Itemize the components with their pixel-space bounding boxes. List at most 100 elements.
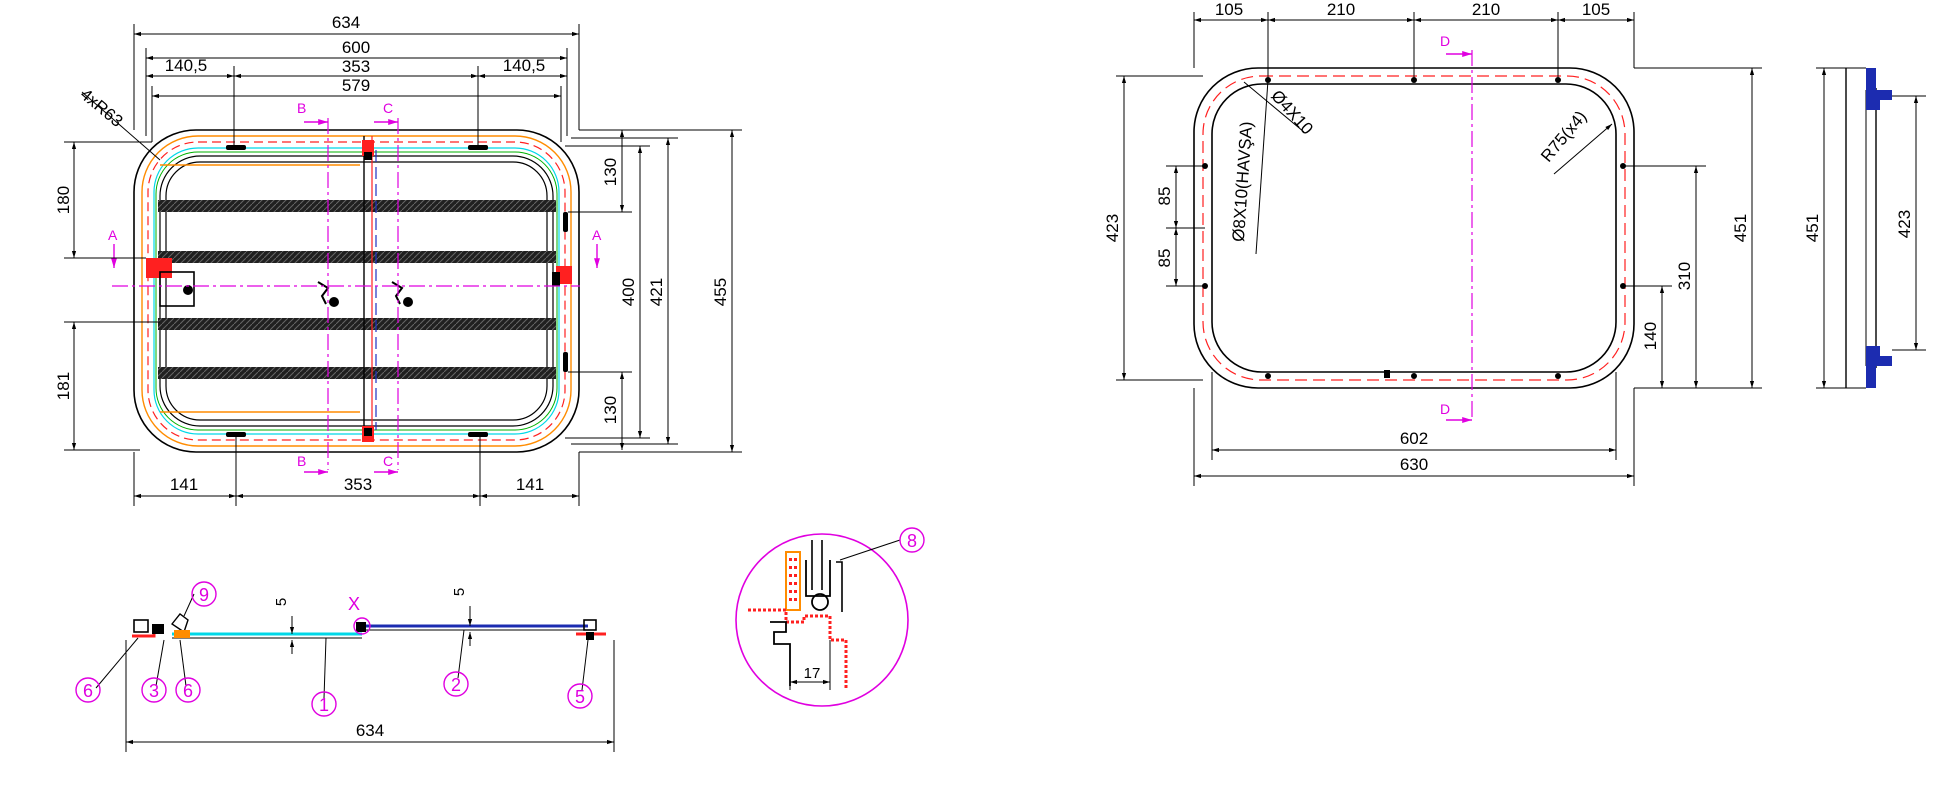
svg-text:6: 6: [183, 681, 193, 701]
dimension-lines-view1: [64, 24, 742, 506]
bar-4: [158, 367, 556, 379]
detail-dim-17: 17: [804, 665, 821, 682]
bar-2: [158, 251, 556, 263]
profile-top-blue: [1866, 68, 1892, 110]
slot-top-left: [226, 145, 246, 150]
dim-423-side: 423: [1895, 210, 1914, 238]
dim-600: 600: [342, 38, 370, 57]
dim-105-left: 105: [1215, 0, 1243, 19]
dim-630: 630: [1400, 455, 1428, 474]
callout-r75x4: R75(x4): [1537, 107, 1590, 166]
balloon-6-left: 6: [75, 677, 101, 703]
panel-joint: [356, 622, 366, 632]
cyan-outline: [153, 147, 560, 435]
detail-circle: [735, 533, 909, 707]
detail-clip: [805, 560, 831, 597]
dim-451-view2: 451: [1731, 214, 1750, 242]
slot-right-top: [563, 212, 568, 232]
balloon-5: 5: [567, 683, 593, 709]
slot-right-bottom: [563, 352, 568, 372]
left-latch-knob: [183, 285, 193, 295]
callout-d4x10: Ø4X10: [1267, 86, 1317, 138]
slot-bottom-left: [226, 432, 246, 437]
red-dashed-outline: [147, 141, 566, 441]
dim-5-left: 5: [273, 598, 290, 606]
top-stop-black: [364, 152, 372, 160]
dim-455: 455: [711, 278, 730, 306]
view-frame-holes: D D: [1103, 0, 1762, 486]
section-mark-d-top: D: [1440, 33, 1450, 49]
detail-frame-red: [748, 608, 848, 690]
frame-inner-outline: [1211, 83, 1617, 373]
dim-210-left: 210: [1327, 0, 1355, 19]
callout-d8x10-havsa: Ø8X10(HAVŞA): [1229, 121, 1256, 243]
dim-105-right: 105: [1582, 0, 1610, 19]
dim-85-top: 85: [1155, 187, 1174, 206]
svg-text:2: 2: [451, 675, 461, 695]
frame-hole-circle: [1202, 75, 1626, 381]
dim-141-right: 141: [516, 475, 544, 494]
svg-text:1: 1: [319, 695, 329, 715]
detail-gasket: [785, 551, 801, 611]
orange-gasket-outline: [141, 135, 572, 447]
bottom-stop-black: [364, 428, 372, 436]
dim-634-section: 634: [356, 721, 384, 740]
dim-353-top: 353: [342, 57, 370, 76]
svg-text:6: 6: [83, 681, 93, 701]
profile-bottom-blue: [1866, 346, 1892, 388]
dim-400: 400: [619, 278, 638, 306]
section-mark-d-bottom: D: [1440, 401, 1450, 417]
balloon-6-right: 6: [175, 677, 201, 703]
inner-frame-outline: [159, 155, 554, 427]
slot-bottom-right: [468, 432, 488, 437]
view-side-profile: 451 423: [1803, 67, 1926, 389]
balloon-1: 1: [311, 691, 337, 717]
dim-423-view2: 423: [1103, 214, 1122, 242]
green-outline: [155, 151, 558, 431]
section-mark-a-right: A: [592, 227, 602, 243]
dim-180: 180: [54, 186, 73, 214]
section-marks-view1: B C A A B C: [108, 100, 602, 475]
dim-85-bottom: 85: [1155, 249, 1174, 268]
dim-140-5-right: 140,5: [503, 56, 546, 75]
right-latch-black: [552, 272, 560, 286]
dim-130-bottom: 130: [601, 396, 620, 424]
section-mark-c-bottom: C: [383, 453, 393, 469]
view-front-hatch: B C A A B C: [54, 13, 742, 506]
dim-451-side: 451: [1803, 214, 1822, 242]
dim-579: 579: [342, 76, 370, 95]
slot-top-right: [468, 145, 488, 150]
balloon-9: 9: [191, 581, 217, 607]
dim-421: 421: [647, 278, 666, 306]
left-latch-body: [159, 271, 195, 307]
radius-label-4xr63: 4xR63: [77, 85, 127, 131]
dim-353-bottom: 353: [344, 475, 372, 494]
svg-text:3: 3: [149, 681, 159, 701]
view-section: 5 5 634 X 6 3 6 9 1 2 5: [75, 581, 615, 752]
detail-label-x: X: [348, 594, 360, 614]
svg-text:5: 5: [575, 687, 585, 707]
left-latch-red: [146, 258, 172, 278]
balloon-2: 2: [443, 671, 469, 697]
section-mark-c-top: C: [383, 100, 393, 116]
center-lock-left: [317, 281, 330, 305]
dim-141-left: 141: [170, 475, 198, 494]
view-detail-x: 17 8: [735, 527, 925, 707]
dimension-lines-view2: [1116, 12, 1762, 486]
detail-frame-black: [770, 621, 791, 686]
balloon-8: 8: [899, 527, 925, 553]
section-mark-b-bottom: B: [297, 453, 306, 469]
dim-181: 181: [54, 372, 73, 400]
dim-140: 140: [1641, 322, 1660, 350]
detail-seal-round: [811, 593, 829, 611]
section-mark-a-left: A: [108, 227, 118, 243]
center-lock-left-knob: [329, 297, 339, 307]
dim-130-top: 130: [601, 158, 620, 186]
dim-210-right: 210: [1472, 0, 1500, 19]
outer-frame-outline: [133, 129, 580, 453]
dim-634: 634: [332, 13, 360, 32]
dim-310: 310: [1675, 262, 1694, 290]
dim-602: 602: [1400, 429, 1428, 448]
center-lock-right: [391, 281, 404, 305]
dim-140-5-left: 140,5: [165, 56, 208, 75]
